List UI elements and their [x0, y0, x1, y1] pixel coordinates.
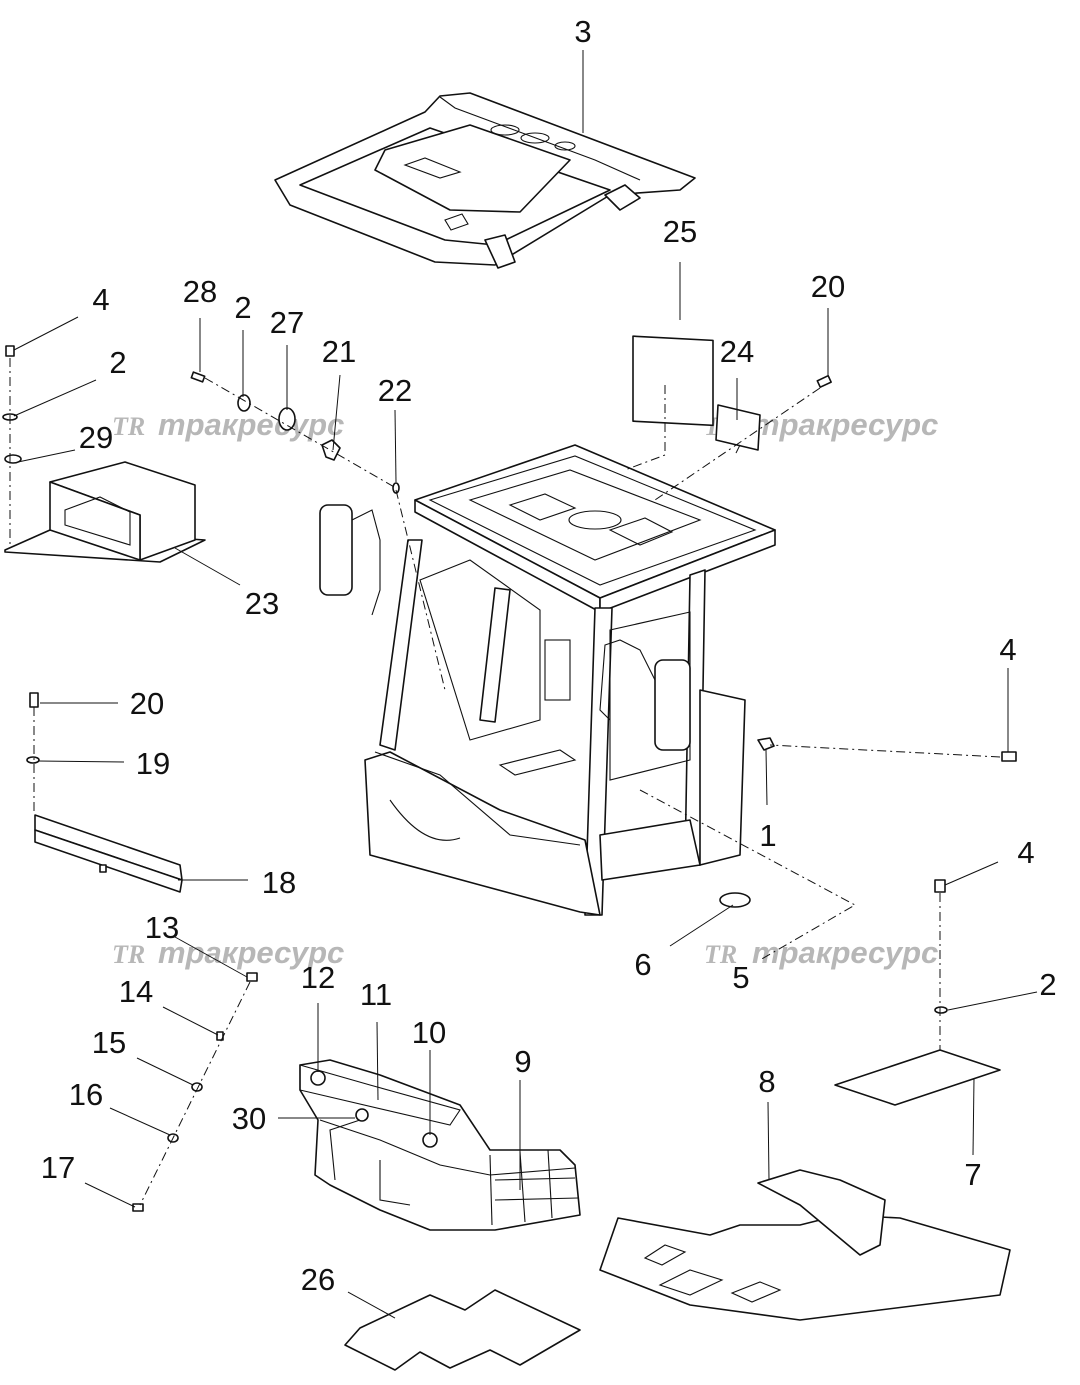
callout-27: 27 [270, 305, 304, 340]
callout-4: 4 [999, 632, 1016, 667]
assembly-lines [9, 358, 1001, 1206]
callout-4: 4 [1017, 835, 1034, 870]
part-mat-26 [344, 1289, 581, 1371]
watermark-top-left: TR тракресурс [112, 407, 344, 442]
callout-9: 9 [514, 1044, 531, 1079]
callout-22: 22 [378, 373, 412, 408]
callout-6: 6 [634, 947, 651, 982]
callout-12: 12 [301, 960, 335, 995]
callout-23: 23 [245, 586, 279, 621]
watermark-logo: TR [704, 940, 737, 969]
callout-14: 14 [119, 974, 153, 1009]
callout-18: 18 [262, 865, 296, 900]
callout-20: 20 [130, 686, 164, 721]
part-cab-frame [319, 444, 776, 916]
callout-2: 2 [234, 290, 251, 325]
part-decal-24 [715, 404, 761, 451]
part-roof-headliner [274, 92, 696, 269]
callout-25: 25 [663, 214, 697, 249]
fasteners [2, 345, 1017, 1212]
callout-16: 16 [69, 1077, 103, 1112]
callout-19: 19 [136, 746, 170, 781]
watermark-mid-left: TR тракресурс [112, 935, 344, 970]
watermark-logo: TR [112, 940, 145, 969]
watermark-text: тракресурс [752, 935, 938, 970]
part-rail-18 [34, 814, 183, 893]
watermark-text: тракресурс [752, 407, 938, 442]
callout-10: 10 [412, 1015, 446, 1050]
part-floor-mat-8 [599, 1169, 1011, 1321]
callout-3: 3 [574, 14, 591, 49]
callout-17: 17 [41, 1150, 75, 1185]
callout-2: 2 [1039, 967, 1056, 1002]
callout-26: 26 [301, 1262, 335, 1297]
leader-lines [13, 50, 1038, 1319]
callout-15: 15 [92, 1025, 126, 1060]
part-box-23 [4, 461, 206, 563]
callout-24: 24 [720, 334, 754, 369]
callout-13: 13 [145, 910, 179, 945]
callout-20: 20 [811, 269, 845, 304]
callout-7: 7 [964, 1157, 981, 1192]
watermark-logo: TR [112, 412, 145, 441]
callout-4: 4 [92, 282, 109, 317]
callout-2: 2 [109, 345, 126, 380]
callout-labels: 3 25 20 24 4 28 2 27 21 2 22 29 23 20 19… [41, 14, 1057, 1297]
callout-5: 5 [732, 960, 749, 995]
part-decal-25 [632, 335, 714, 427]
watermark-mid-right: TR тракресурс [704, 935, 938, 970]
callout-29: 29 [79, 420, 113, 455]
callout-21: 21 [322, 334, 356, 369]
watermark-text: тракресурс [158, 407, 344, 442]
callout-30: 30 [232, 1101, 266, 1136]
part-plate-7 [834, 1049, 1001, 1106]
part-console [299, 1059, 581, 1231]
callout-8: 8 [758, 1064, 775, 1099]
callout-1: 1 [759, 818, 776, 853]
callout-28: 28 [183, 274, 217, 309]
watermark-text: тракресурс [158, 935, 344, 970]
callout-11: 11 [360, 977, 392, 1012]
